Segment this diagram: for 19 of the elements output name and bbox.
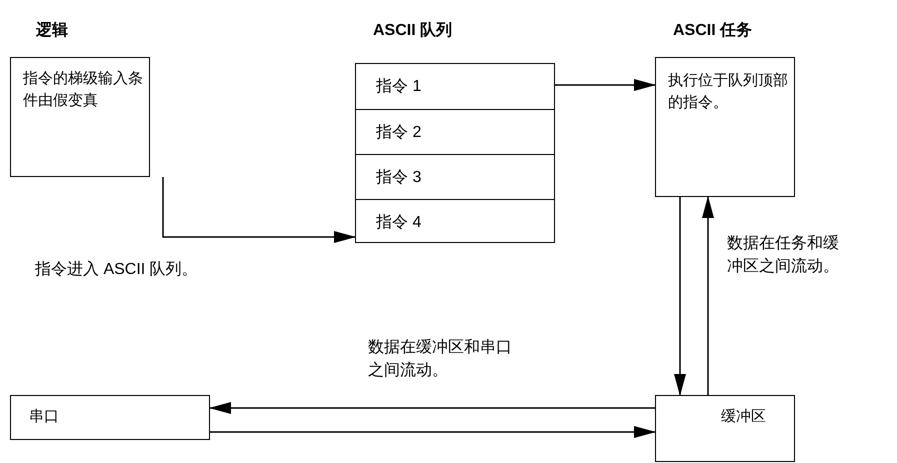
heading: ASCII 任务 (673, 20, 752, 41)
queue-entry: 指令 2 (356, 109, 554, 154)
queue-entry: 指令 4 (356, 199, 554, 244)
arrow (555, 79, 656, 91)
box-text: 缓冲区 (721, 407, 766, 427)
heading: ASCII 队列 (373, 20, 452, 41)
heading: 逻辑 (36, 20, 68, 41)
arrow (162, 177, 356, 243)
process-box (10, 395, 210, 440)
process-box (655, 395, 795, 462)
queue-entry: 指令 3 (356, 154, 554, 199)
queue-entry: 指令 1 (356, 64, 554, 109)
arrow (209, 402, 655, 414)
arrow (674, 197, 686, 396)
arrow (210, 426, 656, 438)
box-text: 串口 (29, 407, 59, 427)
arrow (702, 196, 714, 395)
box-text: 指令的梯级输入条件由假变真 (23, 69, 144, 111)
box-text: 执行位于队列顶部的指令。 (668, 71, 789, 113)
